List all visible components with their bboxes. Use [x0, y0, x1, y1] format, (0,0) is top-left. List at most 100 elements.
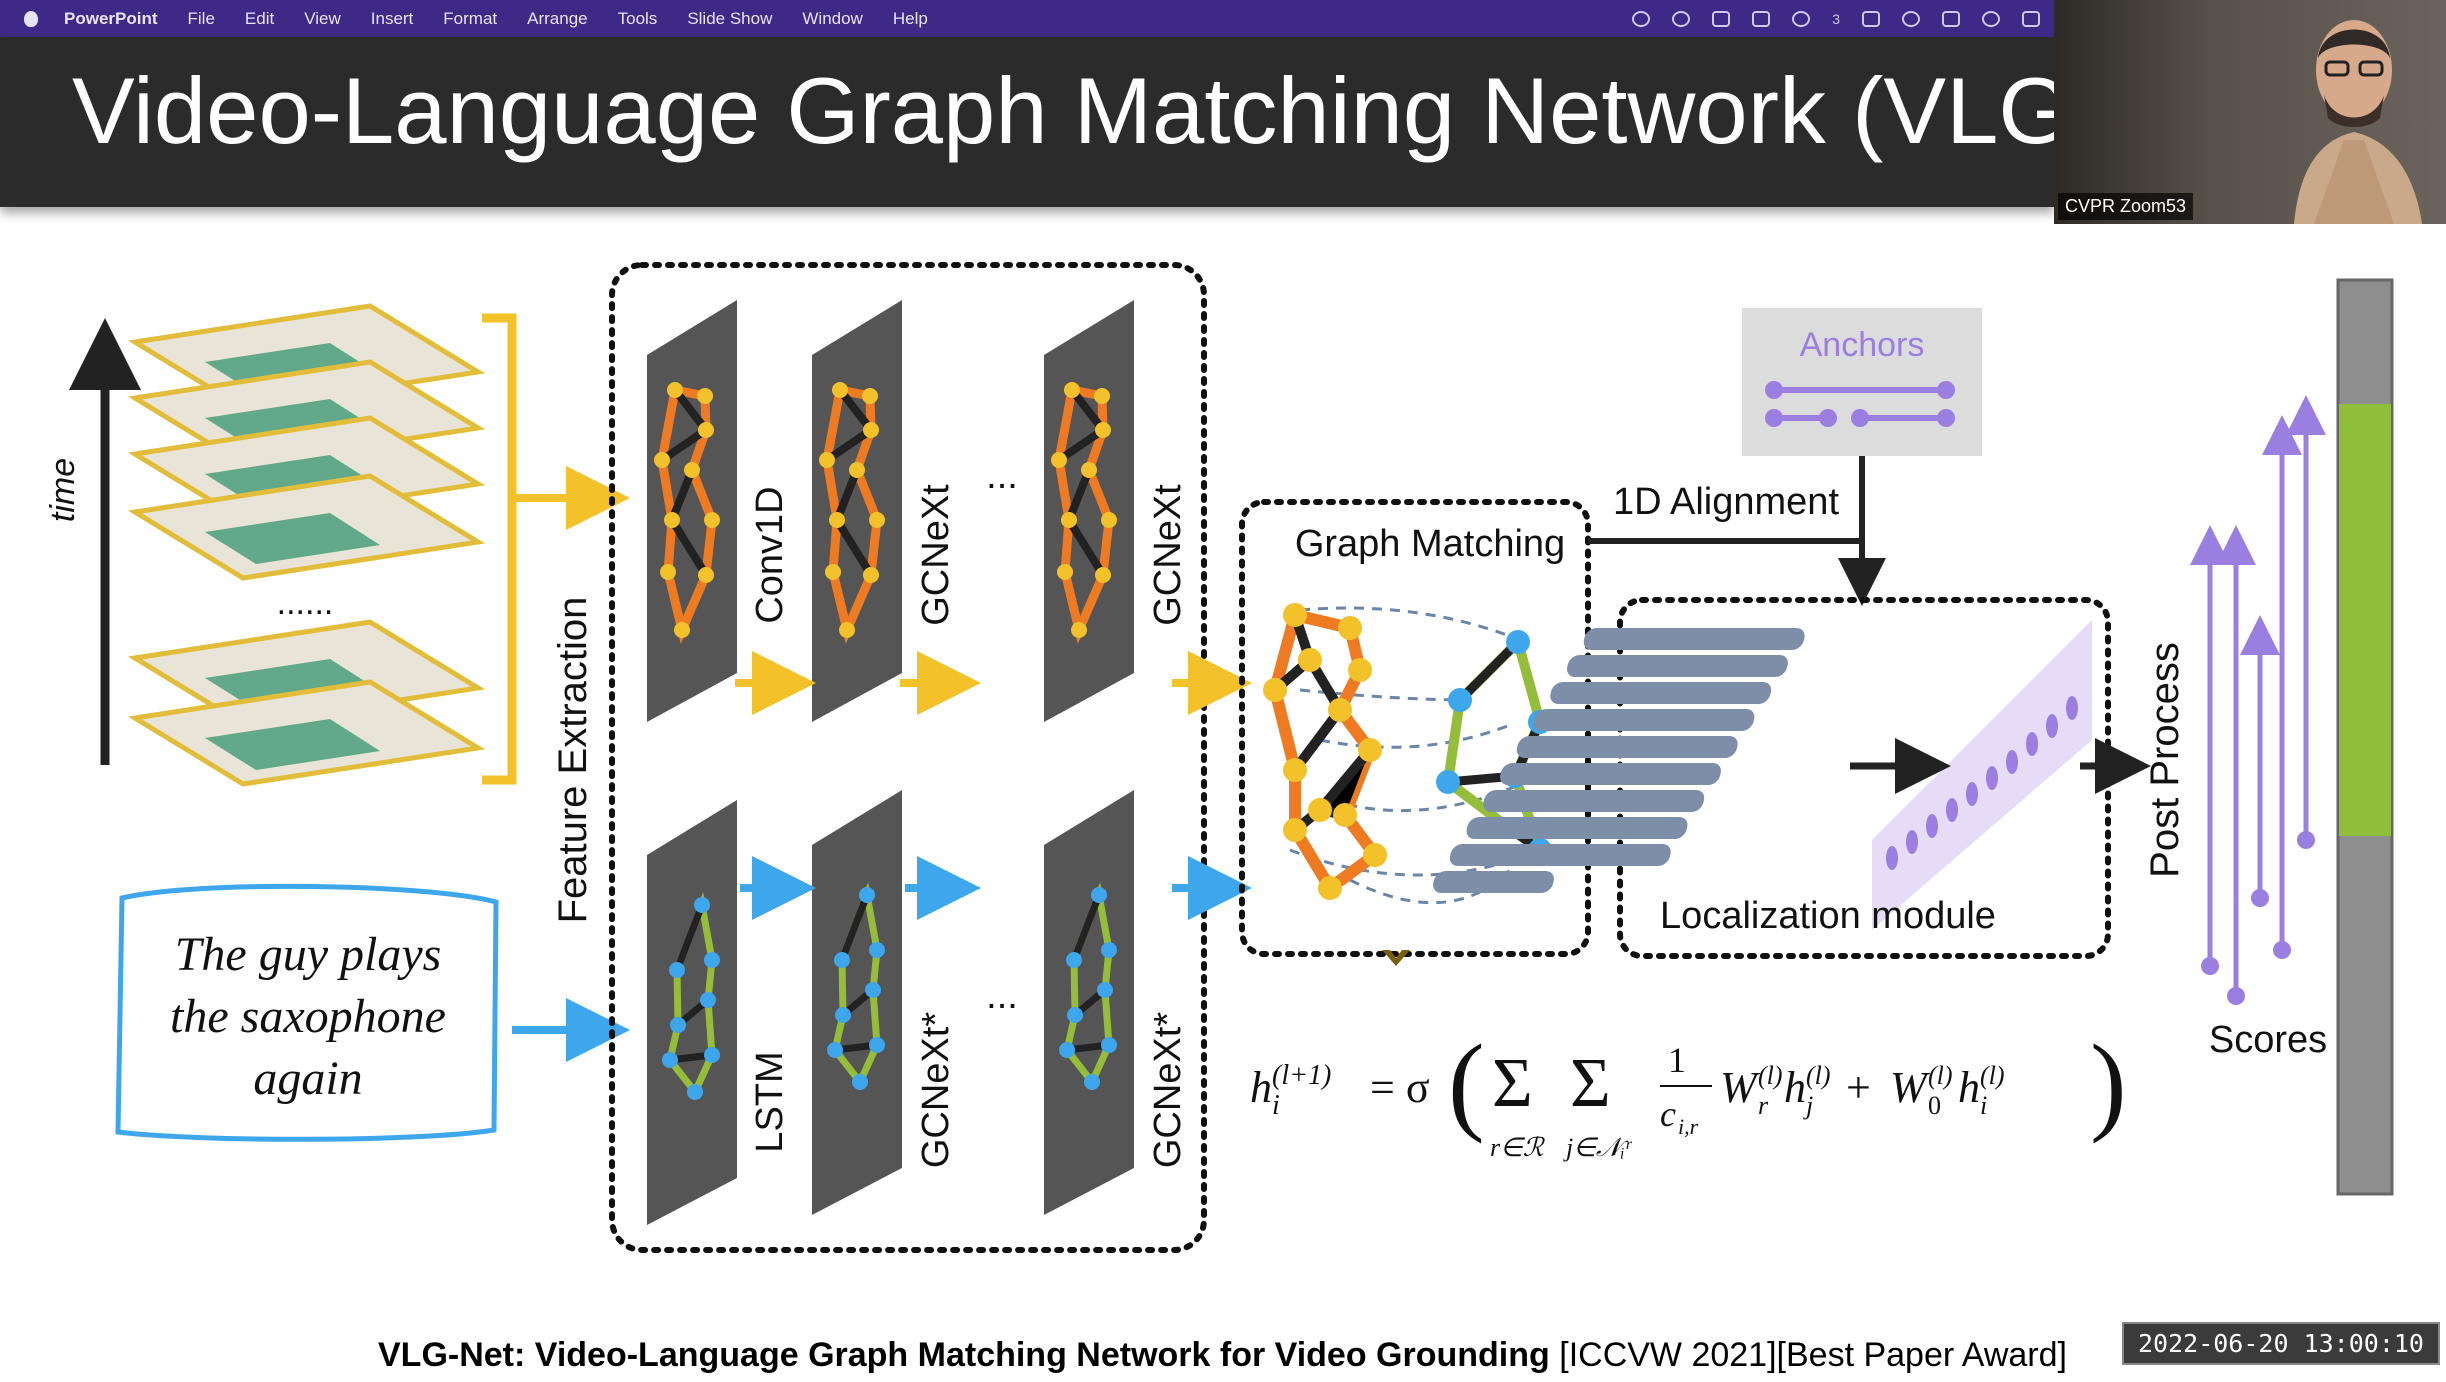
- lstm-label: LSTM: [749, 1051, 791, 1152]
- menu-window[interactable]: Window: [802, 8, 863, 28]
- svg-text:(l): (l): [1980, 1061, 2005, 1090]
- gcnext-label-2: GCNeXt: [1147, 484, 1189, 626]
- speaker-video[interactable]: CVPR Zoom53: [2054, 0, 2446, 224]
- chat-count: 3: [1832, 10, 1840, 27]
- status-icons: 3: [1632, 10, 2040, 27]
- video-graph-panel-3: [1044, 300, 1134, 722]
- svg-text:+: +: [1846, 1063, 1871, 1112]
- vlg-net-diagram: time ...... T: [44, 262, 2394, 1253]
- expand-chevron-icon: [1382, 950, 1410, 966]
- search-status-icon[interactable]: [1902, 10, 1920, 27]
- svg-text:i,r: i,r: [1678, 1114, 1699, 1139]
- top-row-ellipsis: ...: [986, 455, 1018, 497]
- graph-matching-label: Graph Matching: [1295, 523, 1565, 565]
- language-graph-panel-1: [647, 800, 737, 1225]
- cloud-icon[interactable]: [1672, 10, 1691, 27]
- svg-text:1: 1: [1668, 1040, 1686, 1080]
- slide-title: Video-Language Graph Matching Network (V…: [72, 58, 2054, 163]
- video-frames: ......: [127, 303, 486, 787]
- time-axis: time: [44, 318, 141, 765]
- creative-cloud-icon[interactable]: [1632, 10, 1651, 27]
- alignment-label: 1D Alignment: [1613, 481, 1839, 523]
- score-arrows: [2190, 395, 2326, 1005]
- feature-extraction-label: Feature Extraction: [551, 597, 595, 924]
- feature-extraction-box: [609, 262, 1207, 1253]
- apple-icon[interactable]: [24, 10, 38, 27]
- video-graph-panel-2: [812, 300, 902, 722]
- frames-ellipsis: ......: [277, 584, 334, 622]
- svg-text:c: c: [1660, 1094, 1676, 1134]
- video-frame: [127, 679, 486, 787]
- chat-icon[interactable]: [1792, 10, 1811, 27]
- frames-brace: [482, 313, 517, 785]
- footer-venue: [ICCVW 2021][Best Paper Award]: [1549, 1336, 2067, 1374]
- recording-timestamp: 2022-06-20 13:00:10: [2122, 1322, 2440, 1365]
- query-line-3: again: [253, 1052, 362, 1105]
- localization-figure: [1433, 620, 2092, 930]
- svg-text:i: i: [1272, 1090, 1280, 1121]
- language-graph-panel-2: [812, 790, 902, 1215]
- svg-text:h: h: [1958, 1063, 1980, 1112]
- graph-matching-box: [1239, 499, 1591, 957]
- gcnext-star-label-1: GCNeXt*: [915, 1012, 957, 1168]
- svg-text:i: i: [1980, 1091, 1987, 1120]
- gcn-formula: h (l+1) i = σ ( Σ r∈ℛ Σ j∈𝒩ᵢʳ 1 c i,r W …: [1250, 1022, 2127, 1162]
- menu-file[interactable]: File: [187, 8, 215, 28]
- svg-text:(: (: [1448, 1022, 1485, 1144]
- participant-name: CVPR Zoom53: [2058, 193, 2194, 220]
- video-graph-panel-1: [647, 300, 737, 722]
- footer-title: VLG-Net: Video-Language Graph Matching N…: [378, 1336, 1550, 1374]
- svg-text:(l): (l): [1758, 1061, 1783, 1090]
- video-frame: [127, 473, 486, 581]
- svg-text:W: W: [1890, 1063, 1930, 1112]
- menubar: PowerPoint File Edit View Insert Format …: [0, 0, 2054, 37]
- shield-icon[interactable]: [1862, 10, 1880, 27]
- menu-format[interactable]: Format: [443, 8, 498, 28]
- svg-text:W: W: [1720, 1063, 1760, 1112]
- menu-view[interactable]: View: [304, 8, 341, 28]
- svg-text:r∈ℛ: r∈ℛ: [1490, 1133, 1546, 1162]
- svg-text:(l): (l): [1806, 1061, 1831, 1090]
- bluetooth-icon[interactable]: [1982, 10, 2000, 27]
- conv1d-label: Conv1D: [749, 486, 791, 623]
- gcnext-label-1: GCNeXt: [915, 484, 957, 626]
- scores-label: Scores: [2209, 1019, 2327, 1061]
- svg-text:h: h: [1250, 1063, 1272, 1112]
- menu-help[interactable]: Help: [892, 8, 928, 28]
- query-box: The guy plays the saxophone again: [115, 883, 499, 1142]
- svg-text:): ): [2090, 1022, 2127, 1144]
- svg-text:Σ: Σ: [1492, 1045, 1533, 1122]
- time-label: time: [44, 458, 82, 522]
- svg-text:h: h: [1784, 1063, 1806, 1112]
- svg-text:0: 0: [1928, 1091, 1941, 1120]
- keyboard-icon[interactable]: [2022, 10, 2040, 27]
- menu-insert[interactable]: Insert: [370, 8, 414, 28]
- menu-tools[interactable]: Tools: [617, 8, 658, 28]
- anchors-label: Anchors: [1800, 326, 1925, 364]
- svg-text:(l): (l): [1928, 1061, 1953, 1090]
- display-icon[interactable]: [1942, 10, 1960, 27]
- menu-slideshow[interactable]: Slide Show: [687, 8, 773, 28]
- bottom-row-ellipsis: ...: [986, 975, 1018, 1017]
- menu-edit[interactable]: Edit: [244, 8, 275, 28]
- timeline-highlight: [2339, 404, 2391, 836]
- post-process-label: Post Process: [2143, 642, 2187, 878]
- svg-text:r: r: [1758, 1091, 1769, 1120]
- query-line-1: The guy plays: [175, 928, 442, 981]
- anchors-icon: [1765, 381, 1955, 427]
- gcnext-star-label-2: GCNeXt*: [1147, 1012, 1189, 1168]
- svg-text:j: j: [1803, 1091, 1813, 1120]
- query-line-2: the saxophone: [170, 990, 446, 1043]
- slide-title-bar: Video-Language Graph Matching Network (V…: [0, 37, 2054, 207]
- svg-text:= σ: = σ: [1370, 1063, 1430, 1112]
- svg-text:(l+1): (l+1): [1272, 1060, 1331, 1091]
- svg-text:j∈𝒩ᵢʳ: j∈𝒩ᵢʳ: [1563, 1133, 1633, 1162]
- footer-citation: VLG-Net: Video-Language Graph Matching N…: [378, 1336, 2067, 1375]
- window-icon[interactable]: [1752, 10, 1771, 27]
- localization-label: Localization module: [1660, 895, 1996, 937]
- language-graph-panel-3: [1044, 790, 1134, 1215]
- menu-app[interactable]: PowerPoint: [64, 8, 158, 28]
- speaker-figure: [2294, 20, 2422, 224]
- upload-icon[interactable]: [1712, 10, 1731, 27]
- menu-arrange[interactable]: Arrange: [527, 8, 588, 28]
